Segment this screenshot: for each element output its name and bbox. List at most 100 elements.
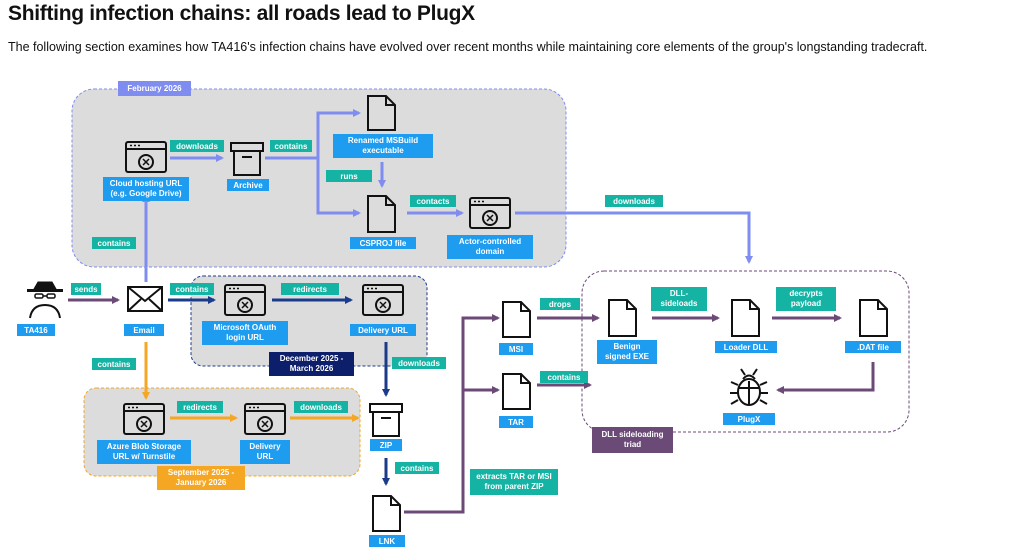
- svg-text:Email: Email: [133, 326, 154, 335]
- svg-text:contains: contains: [98, 360, 131, 369]
- edge-label-redirects: redirects: [281, 283, 339, 295]
- svg-text:contains: contains: [275, 142, 308, 151]
- svg-text:contains: contains: [98, 239, 131, 248]
- node-label-lnk: LNK: [369, 535, 405, 547]
- svg-text:Delivery URL: Delivery URL: [358, 326, 408, 335]
- zip-box-icon: [369, 403, 403, 437]
- browser-x-icon: [469, 197, 511, 229]
- archive-icon: [230, 142, 264, 176]
- browser-x-icon: [125, 141, 167, 173]
- group-label-sep2025: September 2025 -January 2026: [157, 466, 245, 490]
- file-icon: [367, 195, 396, 233]
- svg-text:PlugX: PlugX: [738, 415, 761, 424]
- edge-label-redirects-azure: redirects: [177, 401, 223, 413]
- envelope-icon: [127, 286, 163, 312]
- svg-text:contains: contains: [176, 285, 209, 294]
- edge-label-contacts: contacts: [410, 195, 456, 207]
- edge-label-contains-tar: contains: [540, 371, 588, 383]
- node-label-dat: .DAT file: [845, 341, 901, 353]
- file-icon: [367, 95, 396, 131]
- node-label-cloud: Cloud hosting URL(e.g. Google Drive): [103, 177, 189, 201]
- page-subtitle: The following section examines how TA416…: [8, 40, 928, 54]
- edge-actor-downloads: [515, 211, 753, 264]
- group-label-text: February 2026: [127, 84, 182, 93]
- edge-label-drops: drops: [540, 298, 580, 310]
- edge-label-runs: runs: [326, 170, 372, 182]
- browser-x-icon: [224, 284, 266, 316]
- node-label-msi: MSI: [499, 343, 533, 355]
- svg-text:runs: runs: [340, 172, 358, 181]
- group-label-text: September 2025 -January 2026: [168, 468, 235, 487]
- node-label-ta416: TA416: [17, 324, 55, 336]
- svg-text:sends: sends: [74, 285, 98, 294]
- svg-text:drops: drops: [549, 300, 572, 309]
- browser-x-icon: [362, 284, 404, 316]
- browser-x-icon: [123, 403, 165, 435]
- edge-archive-contains: [265, 111, 355, 215]
- node-label-email: Email: [124, 324, 164, 336]
- svg-text:Archive: Archive: [233, 181, 263, 190]
- file-icon: [608, 299, 637, 337]
- svg-text:redirects: redirects: [183, 403, 217, 412]
- svg-text:downloads: downloads: [398, 359, 440, 368]
- svg-text:downloads: downloads: [176, 142, 218, 151]
- edge-label-contains-oauth: contains: [170, 283, 214, 295]
- svg-text:TAR: TAR: [508, 418, 524, 427]
- group-label-dec2025: December 2025 -March 2026: [269, 352, 354, 376]
- file-icon: [502, 373, 531, 410]
- edge-label-contains-cloud: contains: [92, 237, 136, 249]
- file-icon: [731, 299, 760, 337]
- group-label-feb2026: February 2026: [118, 81, 191, 96]
- edge-label-sideloads: DLL-sideloads: [651, 287, 707, 311]
- node-label-delivery-url: Delivery URL: [350, 324, 416, 336]
- node-label-csproj: CSPROJ file: [350, 237, 416, 249]
- browser-x-icon: [244, 403, 286, 435]
- edge-label-contains-azure: contains: [92, 358, 136, 370]
- node-label-loader: Loader DLL: [715, 341, 777, 353]
- svg-text:contains: contains: [548, 373, 581, 382]
- node-label-plugx: PlugX: [723, 413, 775, 425]
- node-label-tar: TAR: [499, 416, 533, 428]
- bug-icon: [730, 368, 768, 406]
- file-icon: [859, 299, 888, 337]
- page-title: Shifting infection chains: all roads lea…: [8, 2, 475, 25]
- hacker-icon: [27, 281, 63, 319]
- svg-text:contains: contains: [401, 464, 434, 473]
- group-dll-triad: [581, 270, 910, 433]
- edge-label-downloads: downloads: [170, 140, 224, 152]
- svg-text:TA416: TA416: [24, 326, 48, 335]
- svg-text:.DAT file: .DAT file: [857, 343, 889, 352]
- svg-text:redirects: redirects: [293, 285, 327, 294]
- node-label-zip: ZIP: [370, 439, 402, 451]
- edge-dat-plugx: [776, 362, 875, 394]
- svg-text:downloads: downloads: [613, 197, 655, 206]
- svg-text:DLL-sideloads: DLL-sideloads: [661, 289, 698, 308]
- group-label-text: December 2025 -March 2026: [280, 354, 344, 373]
- edge-label-downloads-zip: downloads: [392, 357, 446, 369]
- edge-label-downloads-actor: downloads: [605, 195, 663, 207]
- svg-text:Cloud hosting URL(e.g. Google: Cloud hosting URL(e.g. Google Drive): [110, 179, 183, 198]
- node-label-archive: Archive: [227, 179, 269, 191]
- edge-label-contains-lnk: contains: [395, 462, 439, 474]
- svg-text:ZIP: ZIP: [380, 441, 393, 450]
- edge-label-contains: contains: [270, 140, 312, 152]
- edge-label-sends: sends: [71, 283, 101, 295]
- edge-label-downloads-delivery: downloads: [294, 401, 348, 413]
- svg-text:LNK: LNK: [379, 537, 396, 546]
- svg-text:contacts: contacts: [417, 197, 450, 206]
